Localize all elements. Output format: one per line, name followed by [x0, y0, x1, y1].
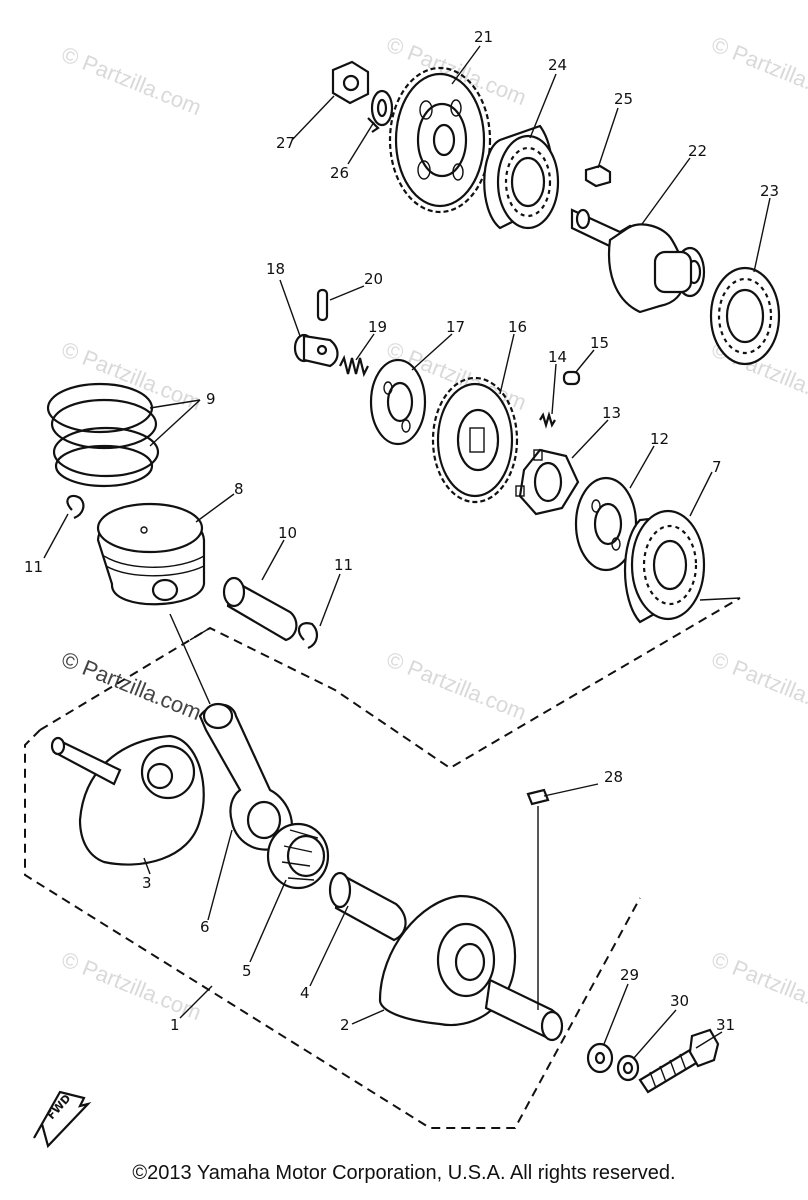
callout-29: 29: [620, 966, 639, 984]
part-29-washer: [586, 1042, 614, 1074]
part-21-drive-gear: [388, 66, 492, 214]
callout-19: 19: [368, 318, 387, 336]
part-6-connecting-rod: [198, 702, 294, 851]
part-7-bearing: [624, 509, 706, 624]
part-18-pivot-bolt: [293, 333, 339, 368]
part-15-pin: [562, 370, 581, 386]
part-25-key: [584, 164, 612, 188]
callout-6: 6: [200, 918, 210, 936]
callout-2: 2: [340, 1016, 350, 1034]
watermark: © Partzilla.com: [708, 946, 808, 1025]
callout-30: 30: [670, 992, 689, 1010]
callout-14: 14: [548, 348, 567, 366]
callout-12: 12: [650, 430, 669, 448]
callout-13: 13: [602, 404, 621, 422]
part-27-nut: [331, 60, 370, 105]
part-17-plate: [369, 358, 427, 446]
callout-28: 28: [604, 768, 623, 786]
callout-25: 25: [614, 90, 633, 108]
part-23-bearing: [709, 266, 781, 366]
callout-11-left: 11: [24, 558, 43, 576]
callout-31: 31: [716, 1016, 735, 1034]
part-20-pin: [316, 288, 329, 322]
callout-3: 3: [142, 874, 152, 892]
part-9-piston-rings: [46, 382, 160, 488]
part-4-crank-pin: [328, 871, 407, 942]
copyright-notice: ©2013 Yamaha Motor Corporation, U.S.A. A…: [132, 1162, 676, 1184]
callout-17: 17: [446, 318, 465, 336]
watermark: © Partzilla.com: [708, 646, 808, 725]
part-26-lock-washer: [367, 89, 394, 133]
watermark: © Partzilla.com: [708, 31, 808, 110]
watermark: © Partzilla.com: [58, 41, 205, 120]
callout-22: 22: [688, 142, 707, 160]
callout-20: 20: [364, 270, 383, 288]
callout-8: 8: [234, 480, 244, 498]
leader-lines: [43, 45, 771, 1059]
part-8-piston: [96, 502, 206, 606]
callout-10: 10: [278, 524, 297, 542]
callout-labels: 21 24 25 22 23 27 26 18 20 19 17 16 14 1…: [24, 28, 779, 1034]
callout-5: 5: [242, 962, 252, 980]
part-19-spring: [339, 354, 369, 378]
part-30-lock-washer: [616, 1054, 640, 1082]
part-11-circlip-right: [297, 622, 318, 650]
part-2-right-crank: [378, 894, 564, 1042]
watermark: © Partzilla.com: [58, 946, 205, 1025]
part-11-circlip-left: [66, 494, 85, 520]
callout-7: 7: [712, 458, 722, 476]
part-5-needle-bearing: [266, 822, 330, 890]
part-10-piston-pin: [222, 576, 298, 642]
callout-11-right: 11: [334, 556, 353, 574]
callout-24: 24: [548, 56, 567, 74]
fwd-arrow-icon: FWD: [33, 1090, 92, 1149]
callout-26: 26: [330, 164, 349, 182]
callout-21: 21: [474, 28, 493, 46]
part-28-key: [526, 788, 550, 1010]
callout-16: 16: [508, 318, 527, 336]
part-16-balancer-gear: [431, 376, 519, 504]
callout-15: 15: [590, 334, 609, 352]
watermark: © Partzilla.com: [383, 646, 530, 725]
part-31-bolt: [638, 1028, 720, 1094]
part-13-damper-hub: [515, 448, 580, 516]
part-22-balancer-shaft: [570, 208, 706, 314]
callout-23: 23: [760, 182, 779, 200]
callout-4: 4: [300, 984, 310, 1002]
crankshaft-assembly-outline: [24, 597, 741, 1129]
callout-1: 1: [170, 1016, 180, 1034]
callout-18: 18: [266, 260, 285, 278]
part-24-bearing: [483, 124, 560, 230]
callout-27: 27: [276, 134, 295, 152]
part-14-spring: [539, 411, 556, 429]
part-3-left-crank: [50, 734, 205, 866]
callout-9: 9: [206, 390, 216, 408]
watermark: © Partzilla.com: [58, 646, 205, 725]
